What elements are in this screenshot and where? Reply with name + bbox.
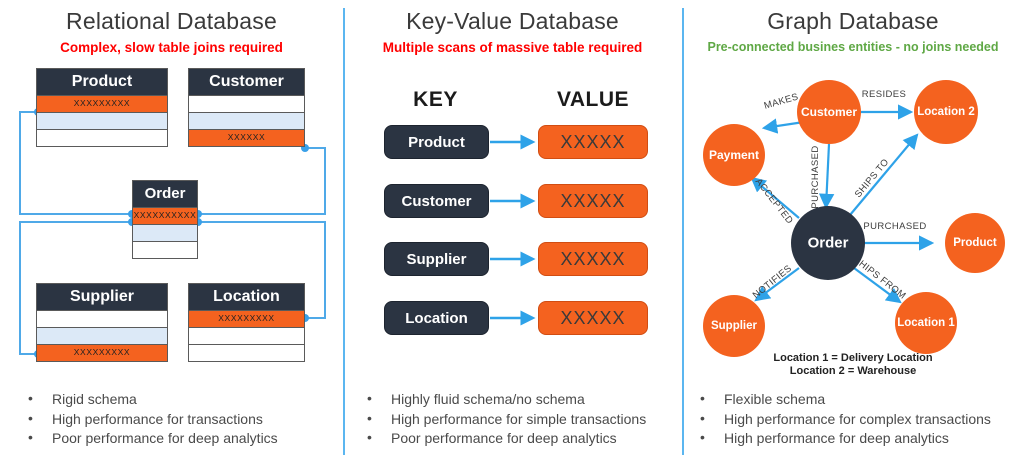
node-label-customer: Customer <box>801 105 857 119</box>
graph-node-location1[interactable]: Location 1 <box>895 292 957 354</box>
panel-subtitle-graph: Pre-connected busines entities - no join… <box>707 40 999 54</box>
table-row <box>37 112 167 129</box>
list-item: Poor performance for deep analytics <box>357 428 646 449</box>
graph-edges <box>750 104 935 304</box>
table-header-supplier: Supplier <box>37 284 167 310</box>
table-row: XXXXXX <box>189 129 304 146</box>
list-item: High performance for transactions <box>18 409 278 430</box>
key-box-supplier[interactable]: Supplier <box>384 242 489 276</box>
table-row <box>133 224 197 241</box>
edge-order-location2 <box>849 133 919 216</box>
table-row: XXXXXXXXXX <box>133 207 197 224</box>
graph-node-product[interactable]: Product <box>945 213 1005 273</box>
table-header-customer: Customer <box>189 69 304 95</box>
node-label-location2: Location 2 <box>917 106 975 118</box>
panel-title-relational: Relational Database <box>66 8 277 34</box>
key-box-customer[interactable]: Customer <box>384 184 489 218</box>
value-box-location[interactable]: XXXXX <box>538 301 648 335</box>
edge-order-payment <box>750 176 800 219</box>
edge-label-resides: RESIDES <box>862 89 907 100</box>
node-label-supplier: Supplier <box>711 320 758 332</box>
edge-label-notifies: NOTIFIES <box>751 263 794 301</box>
table-row <box>189 327 304 344</box>
bullet-list-key-value: Highly fluid schema/no schema High perfo… <box>357 389 646 449</box>
panel-key-value-database: Key-Value Database Multiple scans of mas… <box>343 0 682 463</box>
column-header-value: VALUE <box>556 88 630 111</box>
list-item: High performance for complex transaction… <box>690 409 991 430</box>
bullet-list-graph: Flexible schema High performance for com… <box>690 389 991 449</box>
list-item: Poor performance for deep analytics <box>18 428 278 449</box>
value-box-product[interactable]: XXXXX <box>538 125 648 159</box>
node-label-order: Order <box>808 235 849 252</box>
node-label-payment: Payment <box>709 148 759 162</box>
edge-label-accepted: ACCEPTED <box>753 176 795 226</box>
value-box-customer[interactable]: XXXXX <box>538 184 648 218</box>
table-header-order: Order <box>133 181 197 207</box>
column-header-key: KEY <box>413 88 458 111</box>
table-row <box>37 327 167 344</box>
panel-subtitle-key-value: Multiple scans of massive table required <box>382 40 643 55</box>
list-item: High performance for simple transactions <box>357 409 646 430</box>
graph-node-location2[interactable]: Location 2 <box>914 80 978 144</box>
table-header-product: Product <box>37 69 167 95</box>
table-row <box>37 129 167 146</box>
table-supplier[interactable]: Supplier XXXXXXXXX <box>36 283 168 362</box>
key-value-arrows <box>490 134 536 326</box>
panel-subtitle-relational: Complex, slow table joins required <box>60 40 283 55</box>
graph-node-supplier[interactable]: Supplier <box>703 295 765 357</box>
table-row: XXXXXXXXX <box>37 344 167 361</box>
panel-relational-database: Relational Database Complex, slow table … <box>0 0 343 463</box>
list-item: High performance for deep analytics <box>690 428 991 449</box>
key-box-location[interactable]: Location <box>384 301 489 335</box>
value-box-supplier[interactable]: XXXXX <box>538 242 648 276</box>
panel-divider-left <box>343 8 345 455</box>
table-row <box>189 112 304 129</box>
table-row <box>37 310 167 327</box>
edge-label-purchased1: PURCHASED <box>810 145 821 208</box>
graph-visualization: MAKES RESIDES PURCHASED SHIPS TO ACCEPTE… <box>703 80 1005 357</box>
bullet-list-relational: Rigid schema High performance for transa… <box>18 389 278 449</box>
edge-label-makes: MAKES <box>763 91 800 111</box>
graph-legend-line1: Location 1 = Delivery Location <box>773 352 933 364</box>
graph-legend-line2: Location 2 = Warehouse <box>789 365 917 377</box>
node-label-product: Product <box>953 237 997 249</box>
table-customer[interactable]: Customer XXXXXX <box>188 68 305 147</box>
table-row <box>133 241 197 258</box>
node-label-location1: Location 1 <box>897 317 955 329</box>
list-item: Highly fluid schema/no schema <box>357 389 646 410</box>
edge-label-purchased2: PURCHASED <box>863 221 926 232</box>
table-row <box>189 95 304 112</box>
edge-order-location1 <box>853 267 902 304</box>
graph-node-customer[interactable]: Customer <box>797 80 861 144</box>
table-row: XXXXXXXXX <box>189 310 304 327</box>
table-product[interactable]: Product XXXXXXXXX <box>36 68 168 147</box>
edge-customer-payment <box>761 118 805 134</box>
list-item: Rigid schema <box>18 389 278 410</box>
panel-graph-database: Graph Database Pre-connected busines ent… <box>682 0 1024 463</box>
table-row <box>189 344 304 361</box>
panel-title-key-value: Key-Value Database <box>406 8 619 34</box>
table-row: XXXXXXXXX <box>37 95 167 112</box>
panel-divider-right <box>682 8 684 455</box>
edge-label-ships-to: SHIPS TO <box>853 157 892 200</box>
list-item: Flexible schema <box>690 389 991 410</box>
edge-customer-order <box>818 143 835 210</box>
table-header-location: Location <box>189 284 304 310</box>
key-box-product[interactable]: Product <box>384 125 489 159</box>
panel-title-graph: Graph Database <box>767 8 939 34</box>
graph-node-order[interactable]: Order <box>791 206 865 280</box>
table-order[interactable]: Order XXXXXXXXXX <box>132 180 198 259</box>
edge-order-supplier <box>754 267 800 302</box>
table-location[interactable]: Location XXXXXXXXX <box>188 283 305 362</box>
graph-node-payment[interactable]: Payment <box>703 124 765 186</box>
